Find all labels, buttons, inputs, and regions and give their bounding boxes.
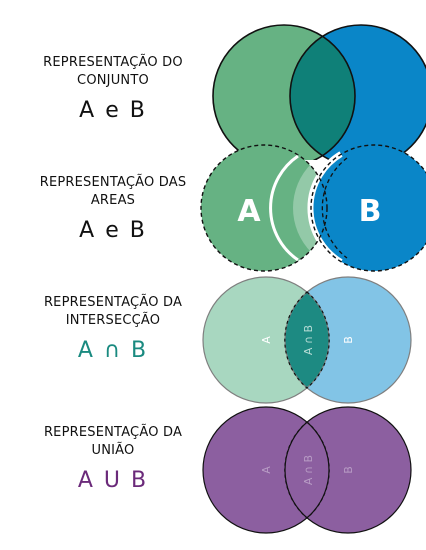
circle-b-outline [289, 24, 426, 160]
circle-label-a: A [260, 466, 273, 474]
formula-a-e-b: A e B [79, 218, 147, 243]
venn-areas: A B [200, 144, 426, 272]
inner-dashed-arc-b [321, 157, 348, 259]
intersection-region [285, 277, 329, 403]
formula-a-e-b: A e B [79, 98, 147, 123]
row-title-line-2: INTERSECÇÃO [65, 313, 161, 328]
row-title-line-1: REPRESENTAÇÃO DO [43, 55, 183, 70]
venn-interseccao: A A ∩ B B [202, 276, 412, 404]
row-title-line-2: UNIÃO [91, 443, 135, 458]
formula-intersection: A ∩ B [77, 338, 149, 363]
circle-a-area [201, 145, 327, 271]
intersection-region [290, 25, 355, 160]
row-label-uniao: REPRESENTAÇÃO DA UNIÃO A U B [18, 424, 208, 496]
venn-conjunto [212, 24, 426, 160]
intersection-label: A ∩ B [302, 325, 315, 355]
circle-label-b: B [342, 336, 355, 344]
inner-dashed-arc [269, 154, 299, 262]
row-label-areas: REPRESENTAÇÃO DAS AREAS A e B [18, 174, 208, 246]
venn-uniao: A A ∩ B B [202, 406, 412, 534]
circle-a-dashed-outline [200, 144, 328, 272]
circle-label-a: A [260, 336, 273, 344]
circle-label-a: A [237, 194, 261, 229]
circle-b-area [311, 145, 426, 271]
row-title-line-2: CONJUNTO [77, 73, 149, 88]
circle-a-outline [212, 24, 356, 160]
intersection-dashed-outline [284, 421, 330, 519]
intersection-dashed-outline [284, 291, 330, 389]
circle-b [285, 407, 411, 533]
circle-label-b: B [359, 194, 382, 229]
row-label-conjunto: REPRESENTAÇÃO DO CONJUNTO A e B [18, 54, 208, 126]
intersection-label: A ∩ B [302, 455, 315, 485]
row-title-line-1: REPRESENTAÇÃO DA [43, 425, 183, 440]
row-title-line-1: REPRESENTAÇÃO DA [43, 295, 183, 310]
row-label-interseccao: REPRESENTAÇÃO DA INTERSECÇÃO A ∩ B [18, 294, 208, 366]
formula-union: A U B [77, 468, 149, 493]
row-title-line-1: REPRESENTAÇÃO DAS [39, 175, 187, 190]
circle-b-dashed-outline [310, 144, 426, 272]
row-title-line-2: AREAS [90, 193, 136, 208]
circle-label-b: B [342, 466, 355, 474]
